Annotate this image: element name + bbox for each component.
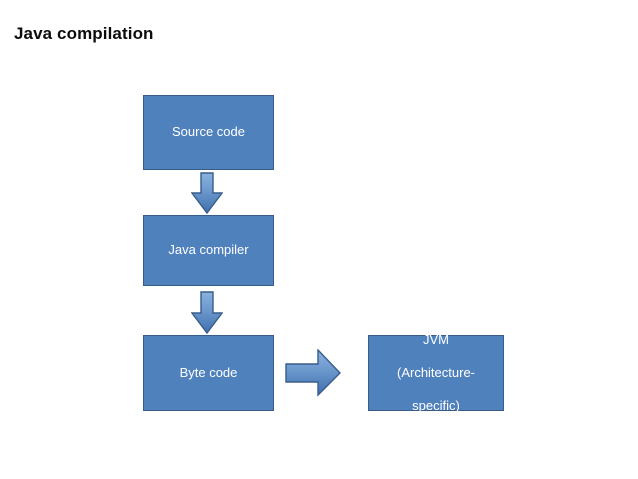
node-jvm-line-2: (Architecture- <box>396 364 476 380</box>
node-source-code-label: Source code <box>172 124 245 140</box>
node-jvm[interactable]: JVM (Architecture- specific) <box>368 332 504 414</box>
node-source-code[interactable]: Source code <box>143 95 274 170</box>
page-title: Java compilation <box>14 24 154 43</box>
node-jvm-line-3: specific) <box>412 397 460 413</box>
arrow-down-source-to-compiler <box>191 172 223 214</box>
node-byte-code[interactable]: Byte code <box>143 335 274 411</box>
node-jvm-label: JVM (Architecture- specific) <box>375 332 497 414</box>
node-byte-code-label: Byte code <box>179 364 238 380</box>
node-java-compiler-label: Java compiler <box>168 242 249 258</box>
arrow-right-bytecode-to-jvm <box>285 349 341 397</box>
node-jvm-line-1: JVM <box>423 332 449 348</box>
arrow-down-compiler-to-bytecode <box>191 291 223 334</box>
node-java-compiler[interactable]: Java compiler <box>143 215 274 286</box>
